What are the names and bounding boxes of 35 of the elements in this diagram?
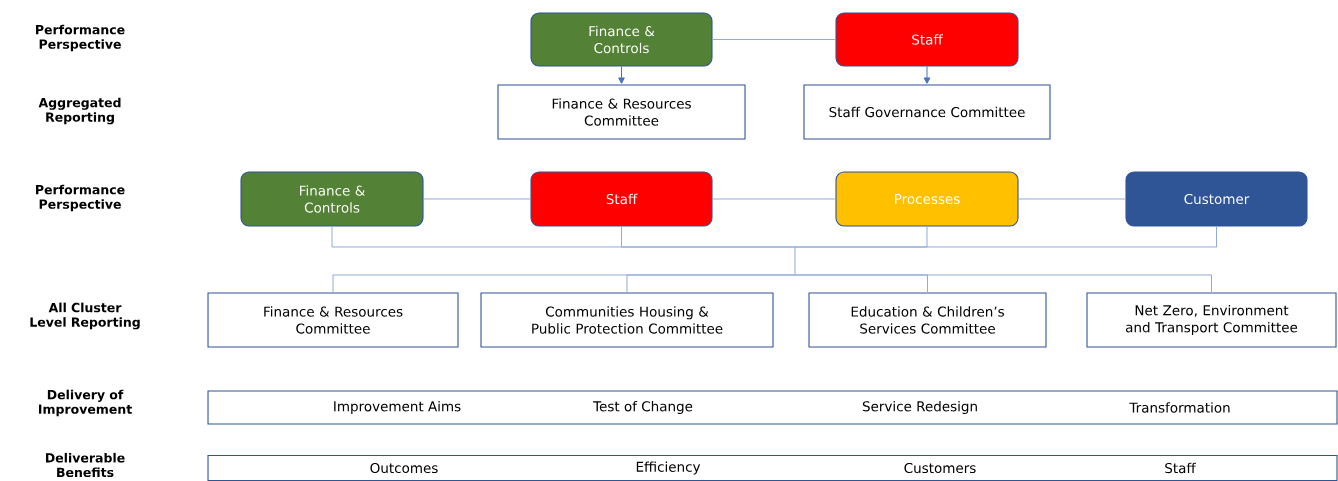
connector (331, 226, 1217, 293)
connector (923, 66, 931, 84)
row-label: All Cluster Level Reporting (30, 302, 140, 330)
row-label: Aggregated Reporting (38, 97, 121, 125)
row-label: Delivery of Improvement (38, 389, 132, 417)
band-text: Outcomes (370, 462, 438, 474)
row-label: Performance Perspective (36, 184, 125, 212)
band-text: Test of Change (593, 400, 693, 414)
row-label: Performance Perspective (36, 24, 125, 52)
committee-box: Net Zero, Environment and Transport Committee (1086, 292, 1337, 348)
connector (423, 198, 531, 200)
connector (712, 198, 836, 200)
perspective-box: Staff (835, 12, 1019, 67)
connector (618, 66, 625, 84)
committee-box: Finance & Resources Committee (207, 292, 459, 348)
perspective-box: Processes (835, 171, 1019, 227)
band-text: Service Redesign (862, 400, 977, 414)
band-text: Efficiency (636, 461, 701, 475)
perspective-box: Staff (530, 171, 713, 227)
committee-box: Staff Governance Committee (803, 84, 1051, 140)
activity-band (207, 454, 1338, 481)
perspective-box: Finance & Controls (530, 12, 713, 67)
activity-band (207, 390, 1338, 425)
band-text: Transformation (1129, 402, 1230, 413)
perspective-box: Customer (1125, 171, 1308, 227)
committee-box: Finance & Resources Committee (497, 84, 746, 140)
committee-box: Communities Housing & Public Protection Committee (480, 292, 774, 348)
row-label: Deliverable Benefits (46, 452, 125, 478)
perspective-box: Finance & Controls (240, 171, 424, 227)
committee-box: Education & Children’s Services Committee (808, 292, 1047, 348)
connector (1018, 198, 1126, 200)
band-text: Customers (904, 462, 976, 474)
band-text: Staff (1165, 462, 1196, 474)
connector (712, 39, 836, 40)
band-text: Improvement Aims (334, 400, 461, 414)
